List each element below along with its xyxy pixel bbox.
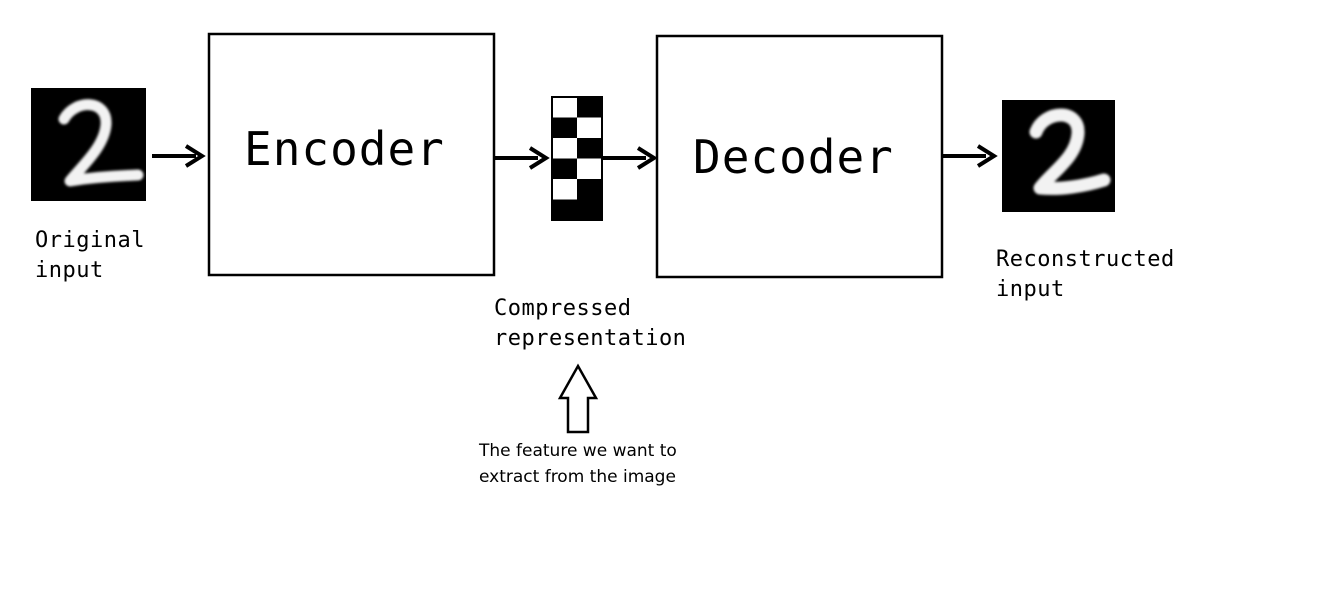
code-cell <box>577 138 602 159</box>
reconstructed-input-caption: Reconstructed input <box>996 245 1175 305</box>
code-cell <box>577 199 602 220</box>
compressed-representation-caption: Compressed representation <box>494 294 686 354</box>
code-cell <box>577 179 602 200</box>
up-arrow-icon <box>557 363 599 434</box>
arrow-code-to-decoder <box>602 146 658 170</box>
decoder-box <box>655 34 944 279</box>
code-cell <box>552 179 577 200</box>
code-cell <box>552 158 577 179</box>
note-line: extract from the image <box>479 467 676 487</box>
code-cell <box>552 138 577 159</box>
caption-line: Original <box>35 228 145 253</box>
arrow-decoder-to-output <box>942 144 998 168</box>
encoder-box <box>207 32 496 277</box>
note-line: The feature we want to <box>479 441 677 461</box>
caption-line: input <box>35 258 104 283</box>
code-cell <box>577 117 602 138</box>
arrow-encoder-to-code <box>494 146 550 170</box>
code-cell <box>552 117 577 138</box>
original-input-caption: Original input <box>35 226 145 286</box>
caption-line: Reconstructed <box>996 247 1175 272</box>
arrow-input-to-encoder <box>152 144 206 168</box>
caption-line: input <box>996 277 1065 302</box>
feature-note: The feature we want to extract from the … <box>479 438 677 490</box>
code-cell <box>552 199 577 220</box>
decoder-label: Decoder <box>693 130 894 184</box>
reconstructed-input-image <box>1002 100 1115 212</box>
code-cell <box>577 158 602 179</box>
original-input-image <box>31 88 146 201</box>
caption-line: Compressed <box>494 296 632 321</box>
encoder-label: Encoder <box>244 122 445 176</box>
compressed-code-grid <box>551 96 603 221</box>
code-cell <box>552 97 577 118</box>
code-cell <box>577 97 602 118</box>
caption-line: representation <box>494 326 687 351</box>
